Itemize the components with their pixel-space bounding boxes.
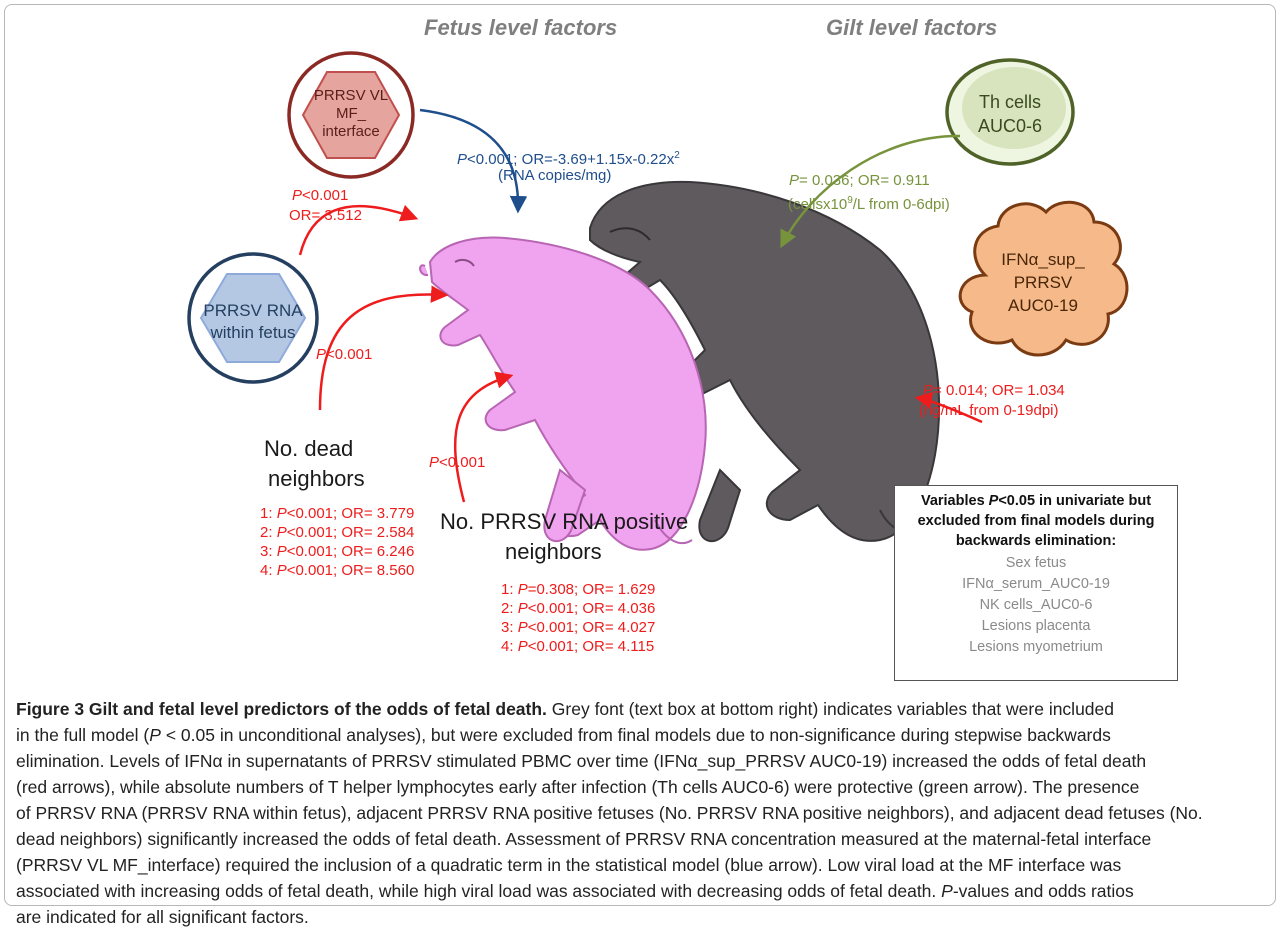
vl-stat-line-2: (RNA copies/mg)	[498, 167, 612, 184]
excluded-variables-box: Variables P<0.05 in univariate but exclu…	[894, 485, 1178, 681]
header-gilt: Gilt level factors	[826, 15, 998, 40]
dead-arrow-p-value: <0.001	[326, 346, 373, 363]
excluded-variables-title: Variables P<0.05 in univariate but exclu…	[895, 491, 1177, 551]
p-symbol: P	[292, 187, 303, 204]
pink-pig-illustration	[419, 236, 707, 551]
vl-node-line-1: PRRSV VL	[314, 87, 388, 104]
vl-node-line-3: interface	[322, 123, 380, 140]
figure-caption: Figure 3 Gilt and fetal level predictors…	[16, 696, 1262, 930]
th-stat-unit-a: (cellsx10	[788, 196, 848, 213]
vl-stat-superscript: 2	[674, 150, 680, 161]
th-stat-unit-b: /L from 0-6dpi)	[852, 196, 950, 213]
arrow-rna	[298, 204, 419, 256]
rna-stat-line-1: P<0.001	[292, 186, 348, 205]
ifn-node-line-1: IFNα_sup_	[1001, 250, 1085, 269]
caption-line-8b: -values and odds ratios	[952, 881, 1134, 901]
rna-node-line-2: within fetus	[209, 323, 295, 342]
caption-p: P	[149, 725, 161, 745]
caption-line-9: are indicated for all significant factor…	[16, 907, 309, 927]
vl-node-line-2: MF_	[336, 105, 367, 122]
excluded-item: Lesions myometrium	[969, 639, 1103, 655]
caption-title: Figure 3 Gilt and fetal level predictors…	[16, 699, 547, 719]
vl-stat-line-1: P<0.001; OR=-3.69+1.15x-0.22x2	[457, 146, 680, 169]
pos-neighbors-row-3: 3: P<0.001; OR= 4.027	[501, 619, 656, 636]
pos-neighbors-row-2: 2: P<0.001; OR= 4.036	[501, 600, 656, 617]
th-stat-text: = 0.036; OR= 0.911	[799, 172, 930, 189]
caption-line-8a: associated with increasing odds of fetal…	[16, 881, 942, 901]
caption-line-5: of PRRSV RNA (PRRSV RNA within fetus), a…	[16, 803, 1203, 823]
caption-line-1: Grey font (text box at bottom right) ind…	[546, 699, 1115, 719]
caption-line-7: (PRRSV VL MF_interface) required the inc…	[16, 855, 1122, 875]
pos-arrow-stat: P<0.001	[429, 453, 485, 472]
dead-neighbors-row-2: 2: P<0.001; OR= 2.584	[260, 524, 415, 541]
arrow-pos	[453, 371, 514, 503]
pos-neighbors-label-1: No. PRRSV RNA positive	[440, 509, 689, 534]
th-stat-superscript: 9	[847, 195, 853, 206]
pos-neighbors-row-4: 4: P<0.001; OR= 4.115	[501, 638, 655, 655]
ifn-stat-text: = 0.014; OR= 1.034	[933, 382, 1065, 399]
caption-p-2: P	[941, 881, 953, 901]
excluded-item: Lesions placenta	[981, 618, 1091, 634]
dead-neighbors-list: 1: P<0.001; OR= 3.779 2: P<0.001; OR= 2.…	[260, 504, 414, 580]
caption-line-2b: < 0.05 in unconditional analyses), but w…	[160, 725, 1111, 745]
rna-stat-p-value: <0.001	[302, 187, 349, 204]
p-symbol: P	[429, 454, 440, 471]
arrow-th	[780, 134, 961, 249]
rna-node	[187, 252, 319, 384]
th-stat-line-2: (cellsx109/L from 0-6dpi)	[788, 191, 950, 214]
arrow-vl	[419, 108, 528, 214]
dead-neighbors-row-4: 4: P<0.001; OR= 8.560	[260, 562, 415, 579]
rna-stat-line-2: OR= 3.512	[289, 207, 362, 224]
dead-neighbors-label-2: neighbors	[268, 466, 365, 491]
th-node-line-1: Th cells	[979, 92, 1041, 112]
excluded-title-line-2: excluded from final models during	[917, 513, 1155, 529]
caption-line-3: elimination. Levels of IFNα in supernata…	[16, 751, 1147, 771]
arrow-dead	[318, 285, 449, 411]
dead-neighbors-label-1: No. dead	[264, 436, 354, 461]
pos-neighbors-row-1: 1: P=0.308; OR= 1.629	[501, 581, 656, 598]
vl-node	[287, 51, 415, 179]
excluded-item: NK cells_AUC0-6	[979, 597, 1093, 613]
caption-line-6: dead neighbors) significantly increased …	[16, 829, 1152, 849]
caption-line-4: (red arrows), while absolute numbers of …	[16, 777, 1140, 797]
caption-line-2a: in the full model (	[16, 725, 150, 745]
excluded-title-line-3: backwards elimination:	[955, 533, 1117, 549]
vl-stat-text: <0.001; OR=-3.69+1.15x-0.22x	[467, 151, 675, 168]
p-symbol: P	[789, 172, 800, 189]
p-symbol: P	[316, 346, 327, 363]
dead-arrow-stat: P<0.001	[316, 345, 372, 364]
ifn-cloud-node	[958, 200, 1129, 357]
p-symbol: P	[457, 151, 468, 168]
header-fetus: Fetus level factors	[424, 15, 618, 40]
excluded-item: IFNα_serum_AUC0-19	[962, 576, 1110, 592]
th-stat-line-1: P= 0.036; OR= 0.911	[789, 171, 930, 190]
th-cells-node	[945, 58, 1075, 166]
p-symbol: P	[923, 382, 934, 399]
ifn-stat-line-2: (ng/mL from 0-19dpi)	[919, 402, 1059, 419]
ifn-node-line-2: PRRSV	[1014, 273, 1073, 292]
excluded-item: Sex fetus	[1005, 555, 1067, 571]
dead-neighbors-row-1: 1: P<0.001; OR= 3.779	[260, 505, 415, 522]
pos-arrow-p-value: <0.001	[439, 454, 486, 471]
ifn-node-line-3: AUC0-19	[1008, 296, 1078, 315]
ifn-stat-line-1: P= 0.014; OR= 1.034	[923, 381, 1065, 400]
rna-node-line-1: PRRSV RNA	[203, 301, 303, 320]
diagram-canvas: PRRSV VL MF_ interface PRRSV RNA within …	[187, 51, 1129, 551]
th-node-line-2: AUC0-6	[978, 116, 1042, 136]
pos-neighbors-label-2: neighbors	[505, 539, 602, 564]
pos-neighbors-list: 1: P=0.308; OR= 1.629 2: P<0.001; OR= 4.…	[501, 580, 655, 656]
dead-neighbors-row-3: 3: P<0.001; OR= 6.246	[260, 543, 415, 560]
arrow-ifn	[914, 391, 983, 424]
excluded-title-line-1: Variables P<0.05 in univariate but	[920, 493, 1152, 509]
excluded-variables-list: Sex fetus IFNα_serum_AUC0-19 NK cells_AU…	[895, 553, 1177, 658]
